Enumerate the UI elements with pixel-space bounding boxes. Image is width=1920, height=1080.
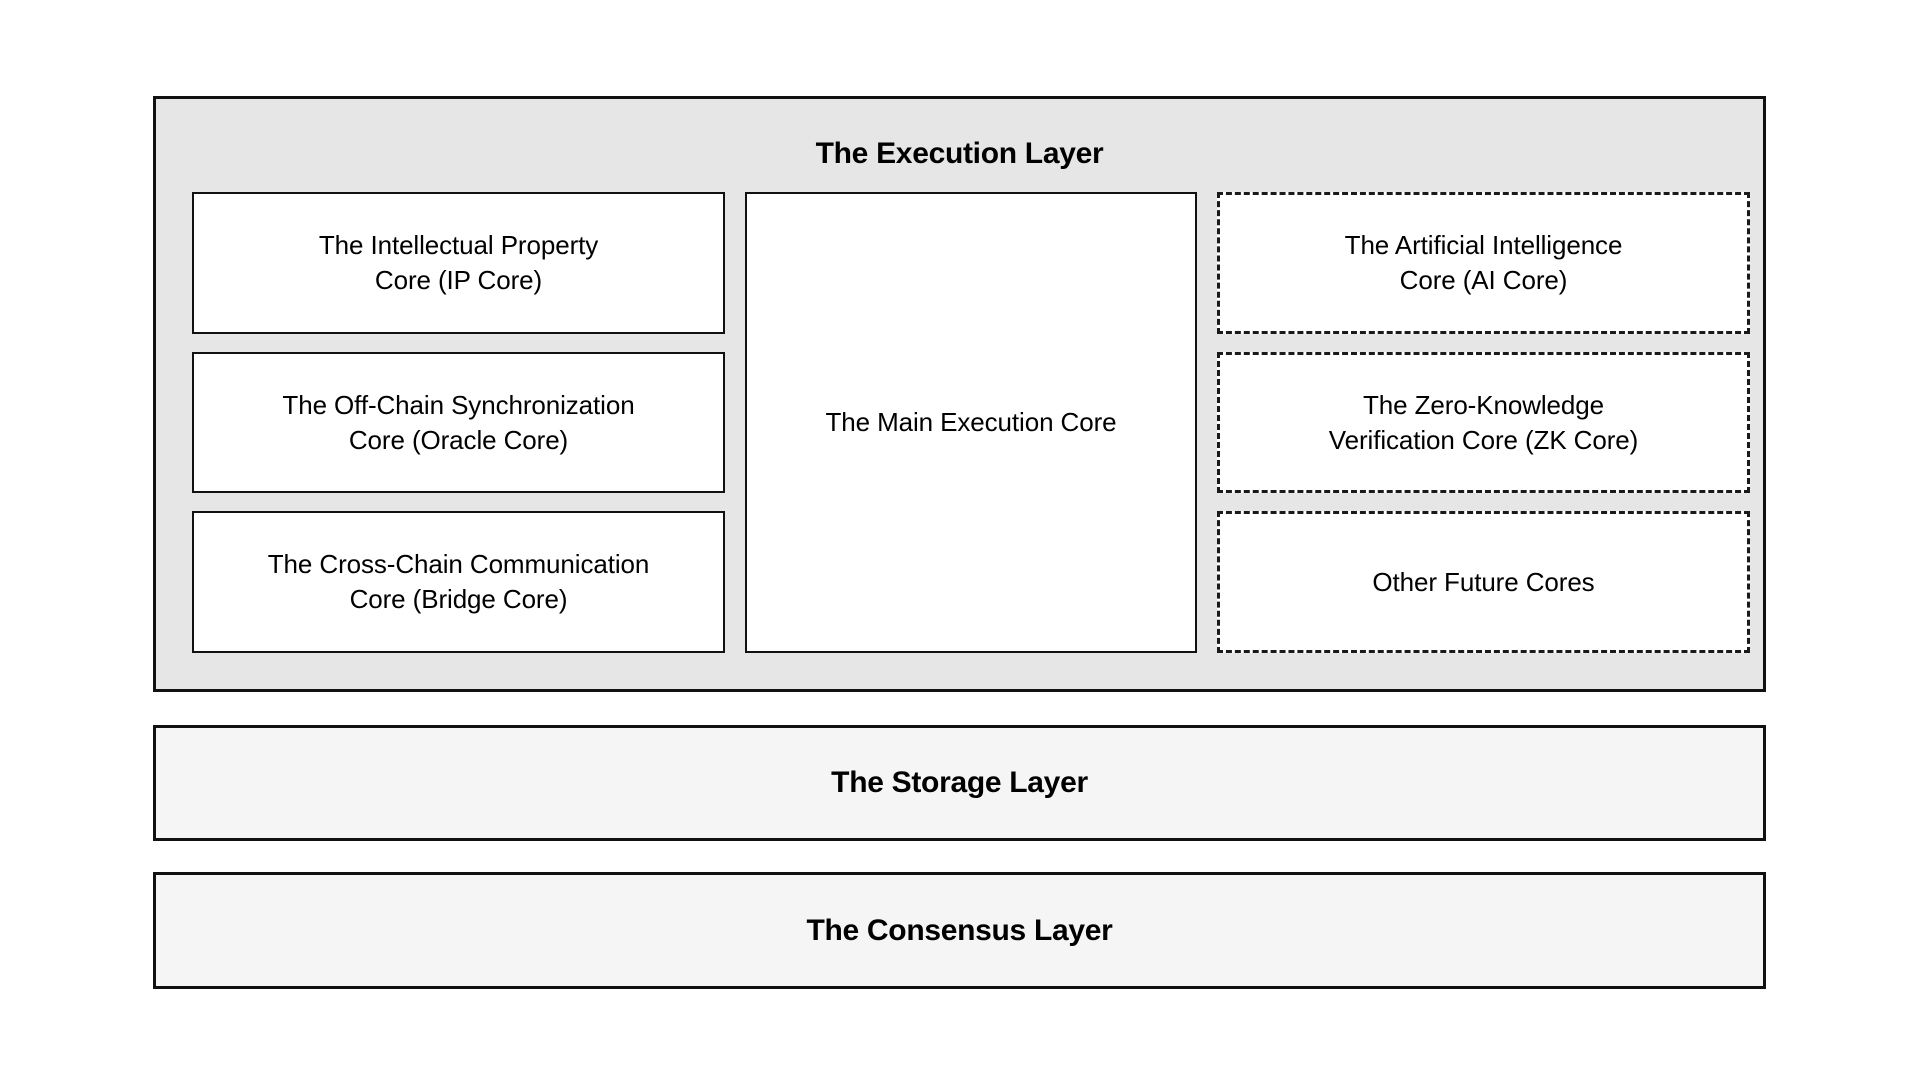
core-box-ai-label: The Artificial Intelligence Core (AI Cor… <box>1344 230 1623 295</box>
core-box-bridge-label: The Cross-Chain Communication Core (Brid… <box>267 549 650 615</box>
core-box-zk-label: The Zero-Knowledge Verification Core (ZK… <box>1328 389 1639 455</box>
storage-layer-panel[interactable]: The Storage Layer <box>153 725 1766 841</box>
execution-layer-panel: The Execution Layer The Intellectual Pro… <box>153 96 1766 692</box>
core-box-main-execution[interactable]: The Main Execution Core <box>745 192 1197 653</box>
core-box-ip-label: The Intellectual Property Core (IP Core) <box>318 230 599 295</box>
core-box-ip[interactable]: The Intellectual Property Core (IP Core) <box>192 192 725 334</box>
storage-layer-title: The Storage Layer <box>831 766 1088 799</box>
core-box-other-future[interactable]: Other Future Cores <box>1217 511 1750 654</box>
consensus-layer-title: The Consensus Layer <box>806 913 1113 947</box>
core-box-oracle-label: The Off-Chain Synchronization Core (Orac… <box>282 389 635 455</box>
execution-center-column: The Main Execution Core <box>745 192 1197 653</box>
core-box-other-future-label: Other Future Cores <box>1372 566 1595 597</box>
execution-layer-body: The Intellectual Property Core (IP Core)… <box>156 180 1763 689</box>
consensus-layer-panel[interactable]: The Consensus Layer <box>153 872 1766 989</box>
core-box-zk[interactable]: The Zero-Knowledge Verification Core (ZK… <box>1217 351 1750 494</box>
execution-left-column: The Intellectual Property Core (IP Core)… <box>192 192 725 654</box>
core-box-ai[interactable]: The Artificial Intelligence Core (AI Cor… <box>1217 192 1750 334</box>
core-box-bridge[interactable]: The Cross-Chain Communication Core (Brid… <box>192 511 725 654</box>
execution-layer-title: The Execution Layer <box>815 137 1104 170</box>
core-box-oracle[interactable]: The Off-Chain Synchronization Core (Orac… <box>192 351 725 494</box>
execution-right-column: The Artificial Intelligence Core (AI Cor… <box>1217 192 1750 654</box>
core-box-main-execution-label: The Main Execution Core <box>825 407 1117 438</box>
